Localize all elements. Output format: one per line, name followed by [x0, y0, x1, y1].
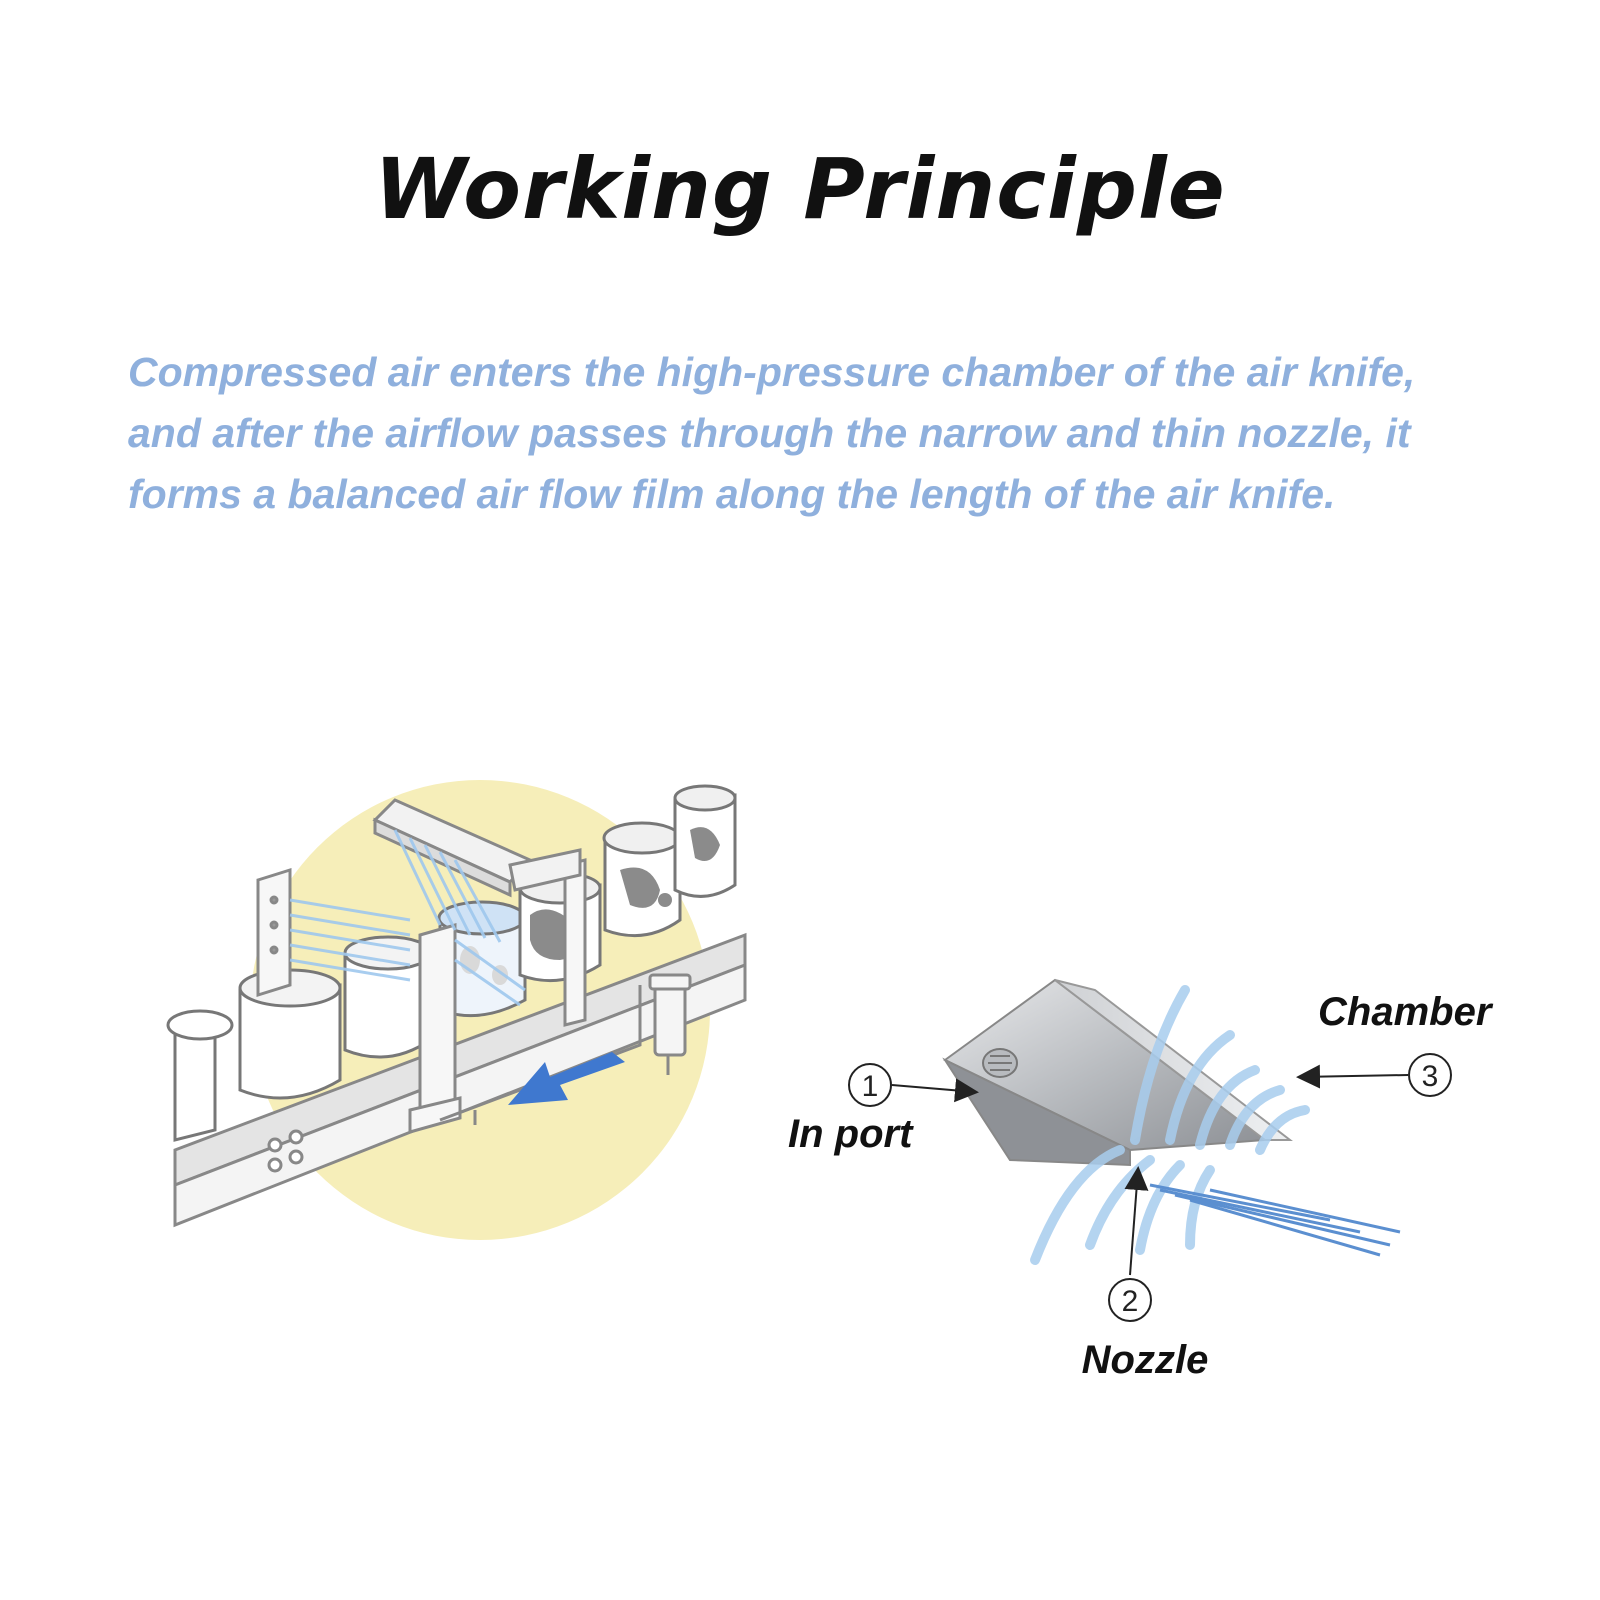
callout-2-number: 2 [1122, 1285, 1139, 1318]
conveyor-belt [173, 932, 747, 1228]
callout-nozzle: 2 Nozzle [1082, 1166, 1209, 1382]
conveyor-illustration [166, 780, 747, 1240]
cup [673, 784, 737, 898]
chamber-label: Chamber [1318, 990, 1494, 1034]
nozzle-label: Nozzle [1082, 1338, 1209, 1382]
description-text: Compressed air enters the high-pressure … [128, 349, 1416, 517]
callout-3-circle [1408, 1053, 1452, 1097]
callout-1-number: 1 [862, 1070, 879, 1103]
cup [602, 821, 682, 938]
air-filter [648, 973, 692, 1075]
callout-2-circle [1108, 1278, 1152, 1322]
cup [343, 935, 433, 1059]
direction-arrow [508, 1052, 625, 1105]
air-knife-post [256, 867, 292, 998]
air-knife-section: 1 In port 2 Nozzle 3 Chamber [788, 978, 1494, 1382]
airflow-streams [289, 829, 526, 1007]
air-knife-post [408, 923, 462, 1134]
cup [238, 968, 342, 1100]
airflow-ribbons [1030, 985, 1310, 1265]
callout-in-port: 1 In port [788, 1063, 979, 1156]
air-knife-post [563, 858, 587, 1027]
in-port-label: In port [788, 1112, 914, 1156]
cup [166, 1009, 234, 1142]
callout-1-circle [848, 1063, 892, 1107]
callout-chamber: 3 Chamber [1296, 990, 1494, 1097]
page-title: Working Principle [374, 140, 1226, 238]
cup [518, 871, 602, 983]
callout-3-number: 3 [1422, 1060, 1439, 1093]
airflow-lines [1149, 1183, 1401, 1257]
